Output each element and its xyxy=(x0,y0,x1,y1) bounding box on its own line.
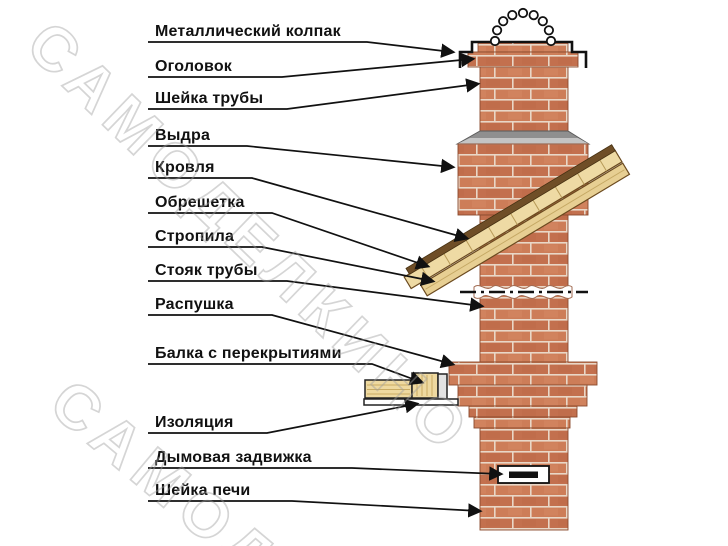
chimney-masonry xyxy=(448,41,598,531)
label-raspushka: Распушка xyxy=(155,296,234,313)
label-metal-cap: Металлический колпак xyxy=(155,23,341,40)
leader-roofing xyxy=(148,177,470,243)
raspushka-steps xyxy=(448,361,598,429)
smoke-damper xyxy=(497,465,550,484)
label-furnace-neck: Шейка печи xyxy=(155,482,251,499)
leader-lines xyxy=(148,41,504,518)
leader-vydra xyxy=(148,145,456,174)
leader-metal-cap xyxy=(148,41,456,58)
leader-smoke-damper xyxy=(148,466,504,481)
leader-pipe-riser xyxy=(148,280,485,312)
leader-furnace-neck xyxy=(148,500,483,518)
leader-insulation xyxy=(148,398,420,434)
leader-sheathing xyxy=(148,212,431,270)
label-roofing: Кровля xyxy=(155,159,215,176)
insulation-strip xyxy=(363,398,459,406)
vydra-band xyxy=(455,130,591,145)
floor-block xyxy=(411,372,439,399)
spacer-strip xyxy=(437,373,448,400)
leader-pipe-neck xyxy=(148,78,481,110)
label-pipe-riser: Стояк трубы xyxy=(155,262,258,279)
label-vydra: Выдра xyxy=(155,127,211,144)
label-smoke-damper: Дымовая задвижка xyxy=(155,449,312,466)
break-line xyxy=(460,285,588,299)
label-sheathing: Обрешетка xyxy=(155,194,245,211)
cap-balls xyxy=(489,7,557,47)
metal-cap xyxy=(458,7,588,68)
leader-head xyxy=(148,52,476,78)
leader-rafters xyxy=(148,246,436,286)
label-beam-with-floors: Балка с перекрытиями xyxy=(155,345,342,362)
label-insulation: Изоляция xyxy=(155,414,234,431)
cap-outline xyxy=(458,40,588,68)
label-head: Оголовок xyxy=(155,58,233,75)
label-pipe-neck: Шейка трубы xyxy=(155,90,264,107)
label-rafters: Стропила xyxy=(155,228,235,245)
leader-beam xyxy=(148,363,425,386)
chimney-head xyxy=(467,51,579,68)
chimney-neck xyxy=(479,66,569,132)
leader-raspushka xyxy=(148,314,456,369)
